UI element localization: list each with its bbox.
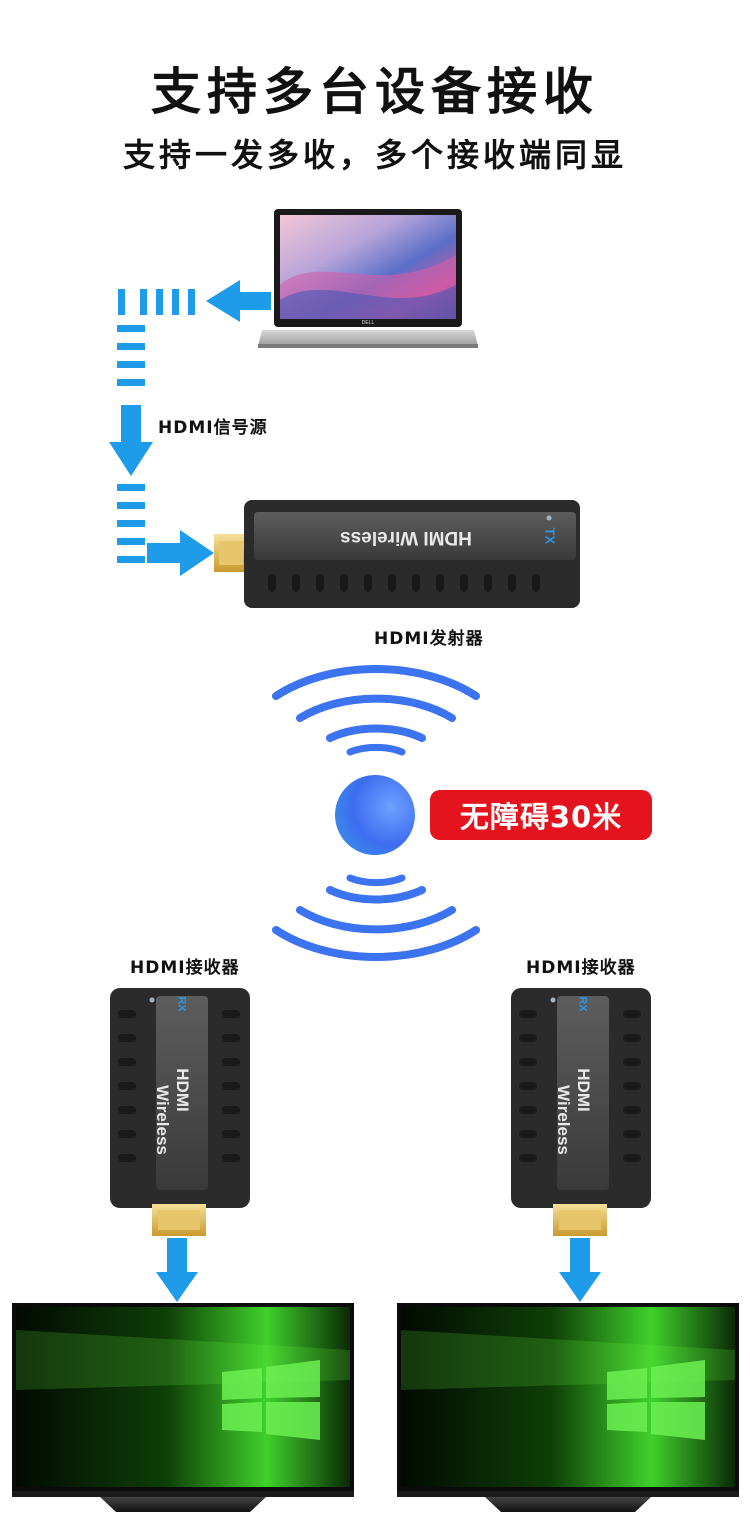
receiver-left-label: HDMI接收器: [130, 958, 240, 978]
source-label: HDMI信号源: [158, 418, 268, 438]
arrow-icon: [109, 280, 271, 576]
receiver-right-label: HDMI接收器: [526, 958, 636, 978]
page-title: 支持多台设备接收: [151, 63, 599, 121]
arrow-icon: [156, 1238, 601, 1302]
page-subtitle: 支持一发多收，多个接收端同显: [122, 136, 627, 174]
laptop-icon: DELL: [258, 209, 478, 348]
wireless-wave-icon: [272, 665, 480, 756]
monitor-icon: [397, 1303, 739, 1512]
hdmi-transmitter: [214, 500, 580, 608]
hdmi-receiver: [110, 988, 250, 1236]
laptop-logo: DELL: [362, 320, 375, 326]
hdmi-receiver: [511, 988, 651, 1236]
transmitter-code: TX: [542, 527, 558, 545]
receiver-brand-line1: HDMI: [574, 1068, 593, 1112]
signal-orb: [335, 775, 415, 855]
transmitter-label: HDMI发射器: [374, 629, 484, 649]
receiver-code: RX: [175, 996, 188, 1012]
range-badge: 无障碍30米: [430, 790, 652, 840]
monitor-icon: [12, 1303, 354, 1512]
receiver-brand-line2: Wireless: [153, 1085, 172, 1155]
receiver-brand-line2: Wireless: [554, 1085, 573, 1155]
transmitter-brand: HDMI Wireless: [340, 527, 472, 548]
receiver-brand-line1: HDMI: [173, 1068, 192, 1112]
receiver-code: RX: [576, 996, 589, 1012]
wireless-wave-icon: [272, 874, 480, 961]
